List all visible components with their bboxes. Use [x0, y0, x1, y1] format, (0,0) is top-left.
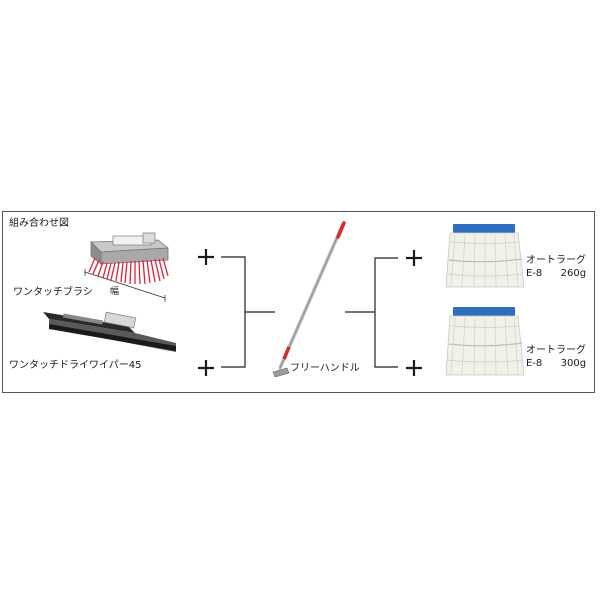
- diagram-title: 組み合わせ図: [9, 218, 69, 229]
- squeegee-icon: [43, 311, 176, 352]
- mop-label-1-model: E-8: [526, 267, 543, 279]
- right-bracket: [345, 257, 398, 368]
- squeegee-label: ワンタッチドライワイパー45: [9, 360, 142, 371]
- left-bracket: [221, 256, 275, 368]
- mop-label-2-spec: E-8 300g: [526, 358, 586, 371]
- plus-icon: [198, 249, 422, 376]
- mop-label-1-spec: E-8 260g: [526, 268, 586, 281]
- combination-diagram-panel: 組み合わせ図: [2, 211, 595, 393]
- mop-label-1-weight: 260g: [560, 267, 587, 279]
- brush-label: ワンタッチブラシ: [13, 287, 93, 298]
- brush-icon: [84, 232, 170, 302]
- mop-label-2: オートラーグ E-8 300g: [526, 345, 586, 370]
- diagram-graphics: [43, 221, 525, 378]
- mop-label-1-name: オートラーグ: [526, 255, 586, 266]
- handle-icon: [272, 221, 346, 378]
- mop-label-1: オートラーグ E-8 260g: [526, 255, 586, 280]
- width-label: 幅: [110, 287, 120, 297]
- handle-label: フリーハンドル: [290, 363, 360, 374]
- mop-label-2-model: E-8: [526, 357, 543, 369]
- mop-head-icon: [445, 307, 525, 376]
- mop-label-2-name: オートラーグ: [526, 345, 586, 356]
- mop-head-icon: [445, 224, 525, 288]
- mop-label-2-weight: 300g: [560, 357, 587, 369]
